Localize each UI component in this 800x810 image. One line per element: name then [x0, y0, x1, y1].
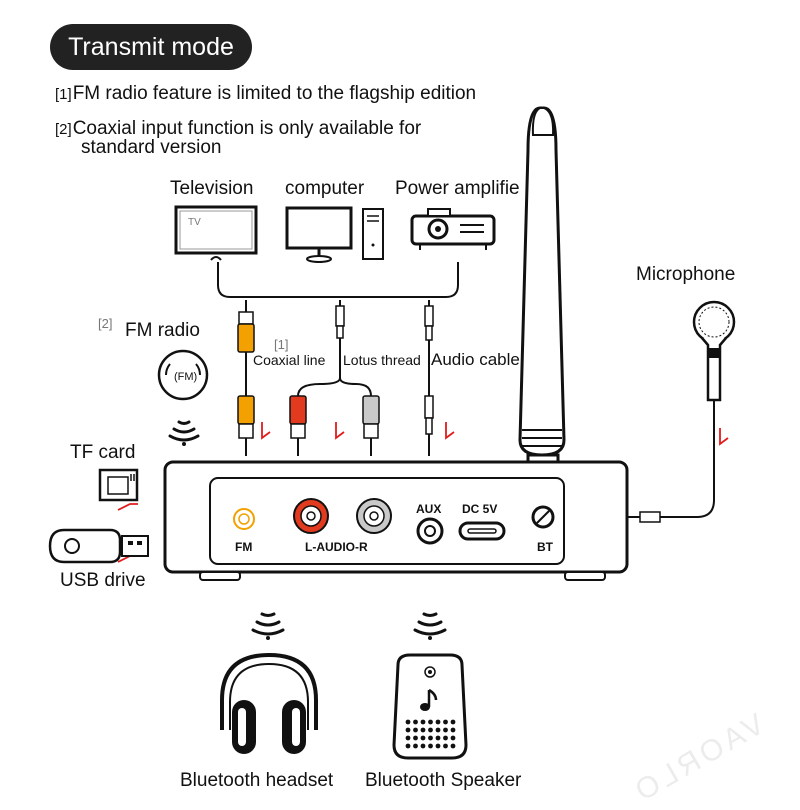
bluetooth-signal-icon: [413, 612, 447, 640]
note-tag: [1]: [55, 86, 72, 103]
power-amplifier-icon: [410, 208, 496, 250]
tf-card-label: TF card: [70, 442, 136, 463]
speaker-grille: [405, 719, 456, 749]
audio-port-label: L-AUDIO-R: [305, 540, 368, 554]
audio-right-port: [356, 498, 392, 534]
headphones-icon: [220, 652, 318, 754]
coaxial-line-label: Coaxial line: [253, 352, 326, 368]
source-bracket: [217, 262, 459, 298]
computer-label: computer: [285, 178, 365, 199]
dc-port-label: DC 5V: [462, 502, 498, 516]
fm-port-label: FM: [235, 540, 253, 554]
aux-port: [416, 517, 444, 545]
power-amplifier-label: Power amplifie: [395, 178, 520, 199]
audio-left-port: [293, 498, 329, 534]
fm-radio-label: FM radio: [125, 320, 200, 341]
note-coaxial-limitation-cont: standard version: [81, 137, 222, 158]
fm-port: [233, 508, 255, 530]
note-coaxial-limitation: [2]Coaxial input function is only availa…: [55, 119, 421, 140]
fm-icon-text: (FM): [174, 371, 197, 383]
bluetooth-speaker-label: Bluetooth Speaker: [365, 770, 522, 791]
note-fm-limitation: [1]FM radio feature is limited to the fl…: [55, 84, 476, 105]
bluetooth-signal-icon: [251, 612, 285, 640]
transmit-mode-badge: Transmit mode: [50, 24, 252, 70]
television-label: Television: [170, 178, 254, 199]
note-tag: [2]: [55, 121, 72, 138]
note-text: Coaxial input function is only available…: [72, 118, 422, 139]
usb-drive-icon: [48, 528, 149, 564]
aux-port-label: AUX: [416, 502, 442, 516]
bluetooth-headset-label: Bluetooth headset: [180, 770, 334, 791]
tf-card-icon: [98, 468, 139, 502]
tv-screen-text: TV: [188, 217, 201, 228]
wireless-signal-icon: [168, 420, 200, 446]
coaxial-tag: [1]: [274, 337, 289, 352]
lotus-thread-cable: [289, 300, 380, 456]
bluetooth-speaker-icon: [392, 653, 468, 760]
fm-radio-icon: [157, 349, 209, 401]
bt-port-label: BT: [537, 540, 553, 554]
lotus-thread-label: Lotus thread: [343, 352, 421, 368]
usb-drive-label: USB drive: [60, 570, 146, 591]
fm-radio-tag: [2]: [98, 316, 113, 331]
bt-antenna-connector: [531, 505, 555, 529]
dc-usb-c-port: [458, 521, 506, 541]
antenna-icon: [518, 106, 566, 507]
coaxial-cable: [237, 300, 255, 456]
microphone-icon: [627, 300, 736, 523]
audio-cable-label: Audio cable: [431, 350, 520, 369]
audio-cable: [424, 300, 434, 456]
television-icon: [174, 205, 258, 261]
note-text: FM radio feature is limited to the flags…: [72, 83, 477, 104]
microphone-label: Microphone: [636, 264, 736, 285]
computer-icon: [285, 206, 384, 263]
